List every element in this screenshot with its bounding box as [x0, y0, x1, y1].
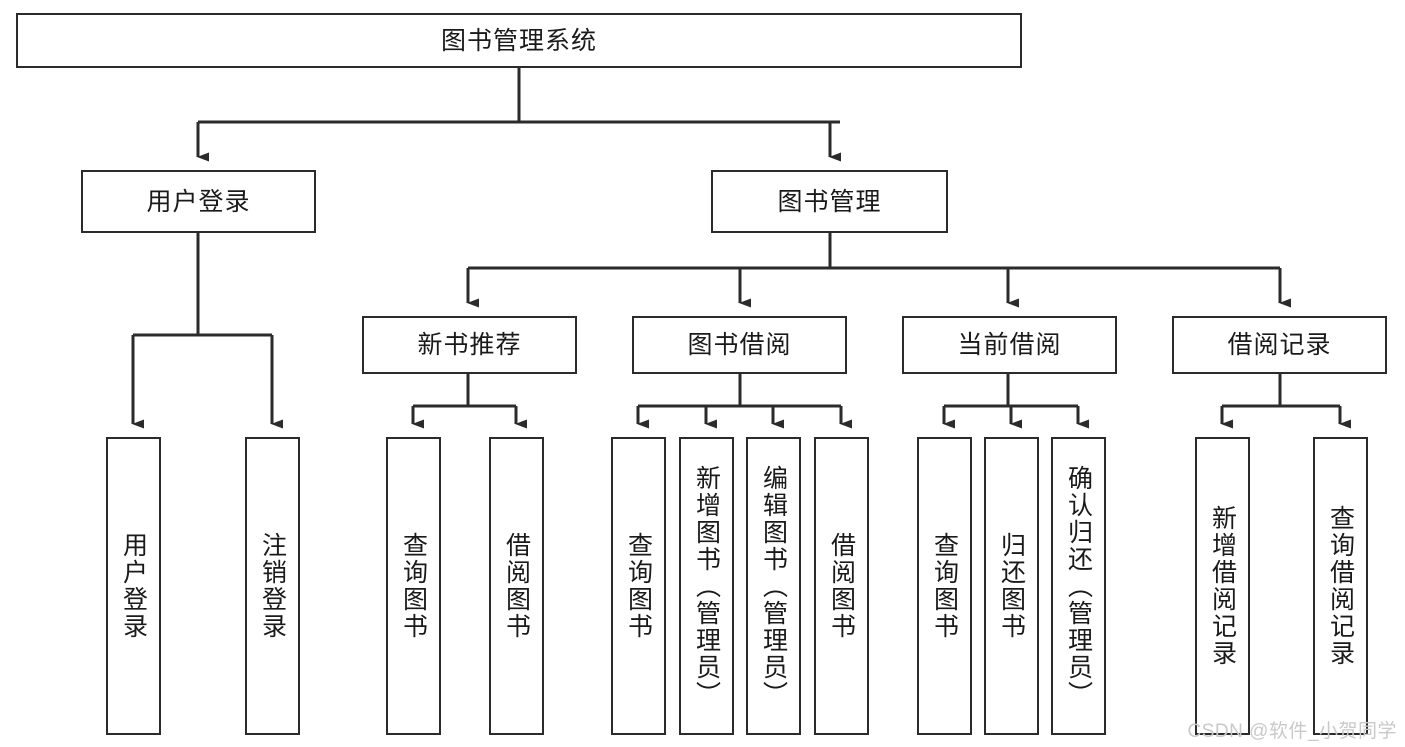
node-current-borrow-label: 当前借阅: [957, 331, 1062, 359]
leaf-book-borrow-2[interactable]: 新增图书（管理员）: [679, 437, 734, 735]
node-new-book-label: 新书推荐: [417, 331, 522, 359]
node-user-login[interactable]: 用户登录: [81, 170, 316, 233]
leaf-new-book-2-label: 借阅图书: [502, 532, 531, 640]
leaf-current-borrow-1[interactable]: 查询图书: [917, 437, 972, 735]
leaf-borrow-record-1-label: 新增借阅记录: [1208, 505, 1237, 667]
leaf-book-borrow-2-label: 新增图书（管理员）: [692, 464, 721, 708]
leaf-book-borrow-1-label: 查询图书: [624, 532, 653, 640]
leaf-borrow-record-1[interactable]: 新增借阅记录: [1195, 437, 1250, 735]
leaf-user-login-2[interactable]: 注销登录: [245, 437, 300, 735]
leaf-book-borrow-1[interactable]: 查询图书: [611, 437, 666, 735]
leaf-borrow-record-2-label: 查询借阅记录: [1326, 505, 1355, 667]
leaf-user-login-1[interactable]: 用户登录: [106, 437, 161, 735]
leaf-current-borrow-2[interactable]: 归还图书: [984, 437, 1039, 735]
leaf-borrow-record-2[interactable]: 查询借阅记录: [1313, 437, 1368, 735]
leaf-book-borrow-3[interactable]: 编辑图书（管理员）: [746, 437, 801, 735]
node-borrow-record-label: 借阅记录: [1227, 331, 1332, 359]
leaf-book-borrow-4[interactable]: 借阅图书: [814, 437, 869, 735]
node-book-manage-label: 图书管理: [777, 187, 882, 216]
node-user-login-label: 用户登录: [146, 187, 251, 216]
node-borrow-record[interactable]: 借阅记录: [1172, 316, 1387, 374]
leaf-new-book-2[interactable]: 借阅图书: [489, 437, 544, 735]
leaf-user-login-1-label: 用户登录: [119, 532, 148, 640]
node-root[interactable]: 图书管理系统: [16, 13, 1022, 68]
leaf-book-borrow-4-label: 借阅图书: [827, 532, 856, 640]
node-book-manage[interactable]: 图书管理: [711, 170, 948, 233]
node-new-book[interactable]: 新书推荐: [362, 316, 577, 374]
leaf-current-borrow-1-label: 查询图书: [930, 532, 959, 640]
leaf-current-borrow-2-label: 归还图书: [997, 532, 1026, 640]
leaf-book-borrow-3-label: 编辑图书（管理员）: [759, 464, 788, 708]
leaf-current-borrow-3-label: 确认归还（管理员）: [1064, 464, 1093, 708]
node-book-borrow[interactable]: 图书借阅: [632, 316, 847, 374]
watermark: CSDN @软件_小贺同学: [1187, 721, 1397, 742]
leaf-current-borrow-3[interactable]: 确认归还（管理员）: [1051, 437, 1106, 735]
leaf-new-book-1-label: 查询图书: [399, 532, 428, 640]
node-book-borrow-label: 图书借阅: [687, 331, 792, 359]
node-current-borrow[interactable]: 当前借阅: [902, 316, 1117, 374]
leaf-new-book-1[interactable]: 查询图书: [386, 437, 441, 735]
leaf-user-login-2-label: 注销登录: [258, 532, 287, 640]
node-root-label: 图书管理系统: [440, 26, 597, 55]
